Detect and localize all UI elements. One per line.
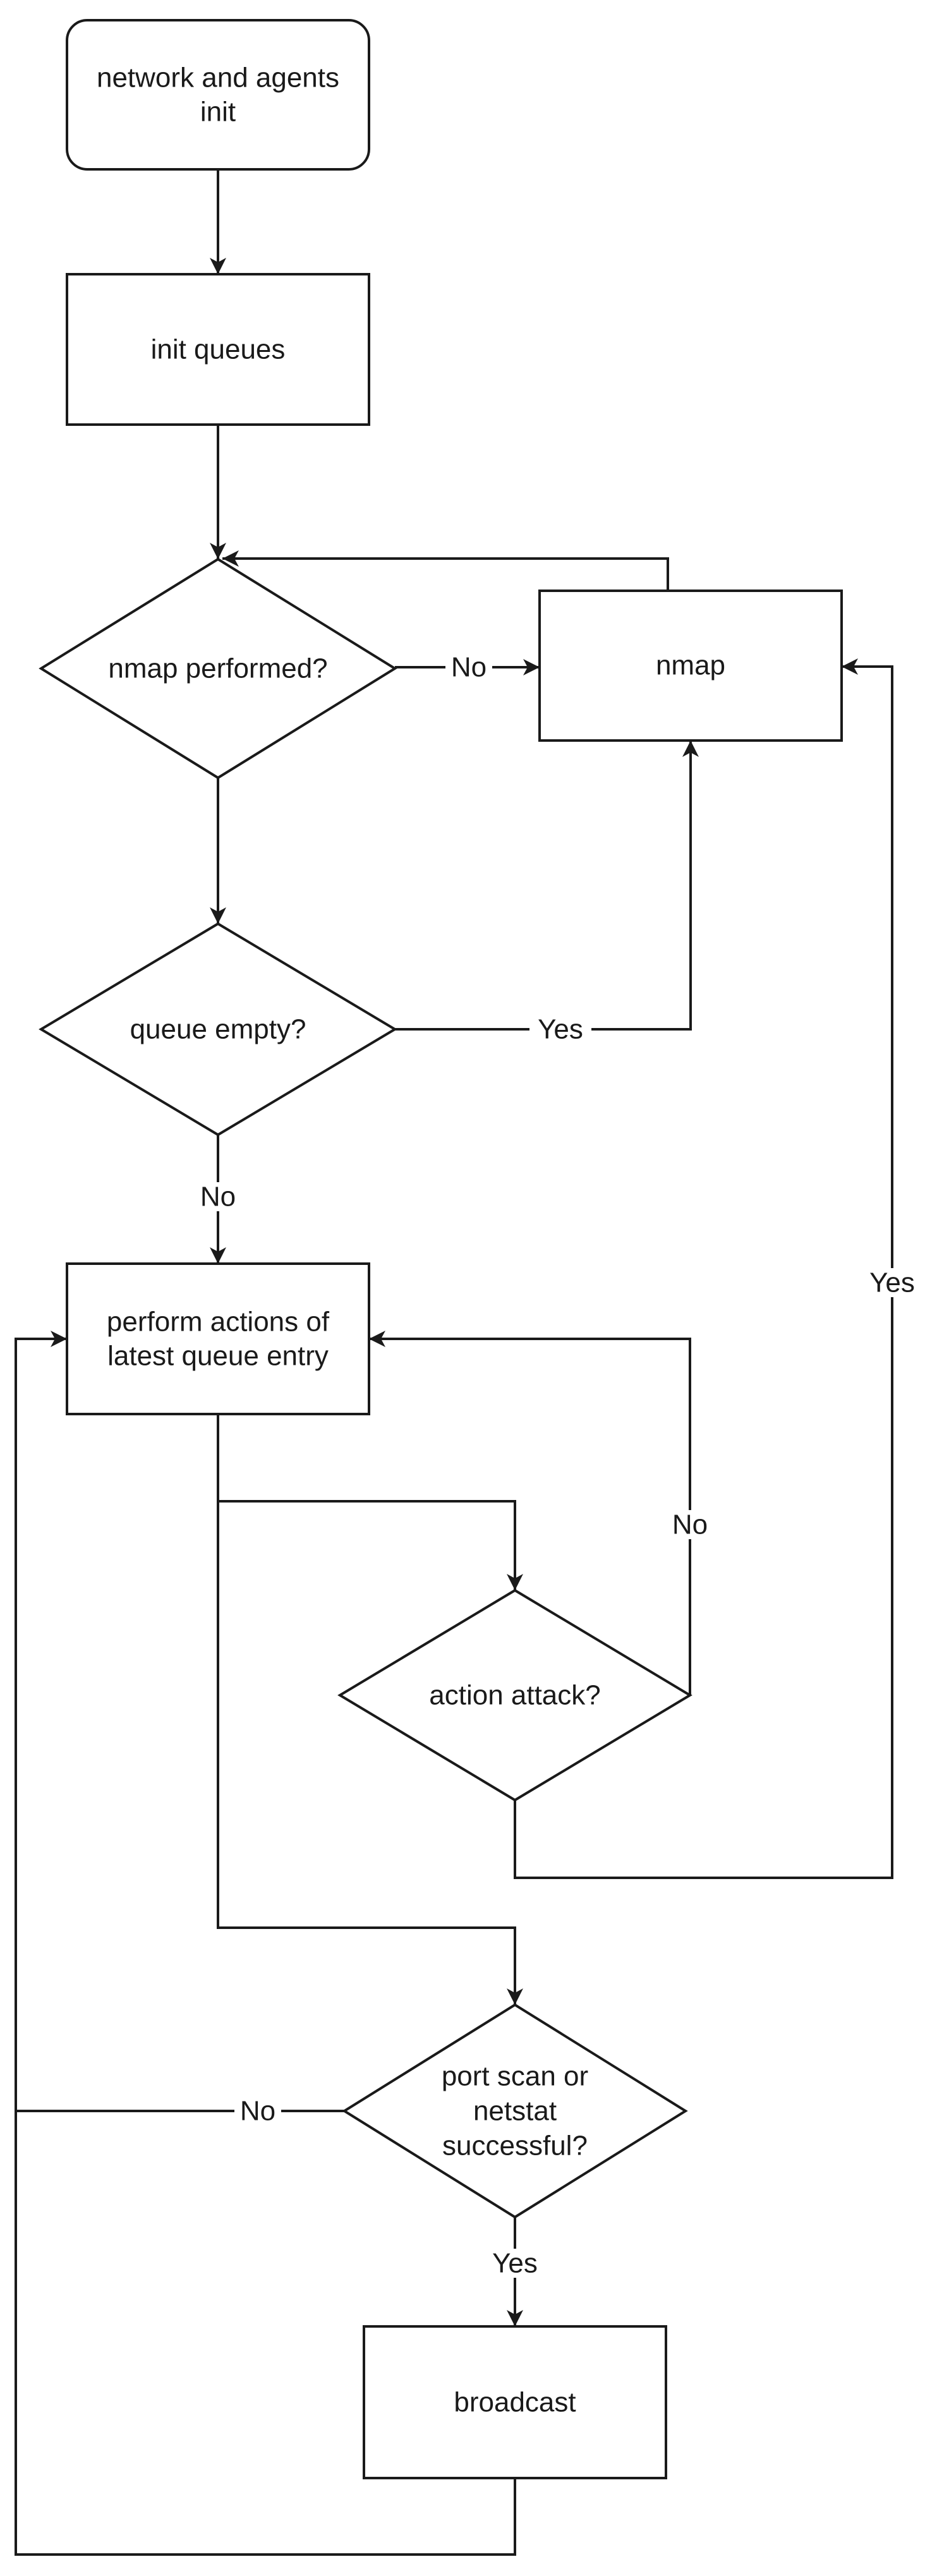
node-perform-actions: perform actions of latest queue entry [66,1262,370,1415]
node-port-scan-label-line3: successful? [442,2131,588,2162]
edge-label-port-scan-no: No [234,2096,281,2127]
node-perform-actions-label-line1: perform actions of [107,1307,330,1338]
node-action-attack-label: action attack? [429,1680,601,1711]
node-nmap-performed-label: nmap performed? [108,653,327,684]
edge-label-port-scan-no-text: No [240,2096,275,2127]
node-start-label-line1: network and agents [97,63,339,94]
edge-label-action-attack-no-text: No [672,1509,708,1540]
node-port-scan-shape [342,2003,688,2219]
edge-queue-empty-yes-to-nmap [395,741,699,1031]
node-broadcast-label: broadcast [454,2387,576,2418]
node-init-queues: init queues [66,273,370,426]
edge-label-port-scan-yes: Yes [484,2248,546,2279]
edge-label-queue-empty-no-text: No [200,1182,236,1212]
node-nmap-performed-shape [39,557,397,780]
node-perform-actions-shape [66,1262,370,1415]
edge-label-action-attack-yes-bg [861,1268,923,1297]
node-broadcast-shape [363,2325,667,2479]
node-start: network and agents init [66,19,370,171]
edge-label-queue-empty-yes-bg [529,1015,591,1044]
edge-label-queue-empty-no: No [195,1182,241,1212]
node-start-shape [66,19,370,171]
node-init-queues-shape [66,273,370,426]
edge-action-attack-no-to-perform-actions [369,1331,691,1695]
edge-label-action-attack-yes: Yes [861,1267,923,1298]
edge-perform-actions-to-action-attack [218,1500,523,1590]
node-port-scan-label-line2: netstat [473,2096,557,2127]
edge-label-queue-empty-yes: Yes [529,1014,591,1045]
node-init-queues-label: init queues [151,334,286,365]
edge-label-port-scan-yes-bg [484,2249,546,2278]
node-perform-actions-label-line2: latest queue entry [107,1341,329,1372]
edge-label-action-attack-no: No [667,1509,713,1540]
edge-nmap-to-nmap-performed [222,550,669,591]
edge-label-queue-empty-yes-text: Yes [538,1014,583,1045]
edge-action-attack-yes-to-nmap [514,658,893,1879]
edge-label-queue-empty-no-bg [195,1182,241,1211]
edge-label-nmap-performed-no: No [445,652,492,683]
node-queue-empty-label: queue empty? [130,1014,306,1045]
node-broadcast: broadcast [363,2325,667,2479]
node-port-scan-label-line1: port scan or [442,2061,588,2092]
node-queue-empty-shape [39,922,397,1137]
edge-broadcast-to-perform-actions [15,2111,516,2556]
node-queue-empty: queue empty? [39,922,397,1137]
node-nmap-shape [538,590,843,742]
node-nmap: nmap [538,590,843,742]
edge-label-action-attack-yes-text: Yes [869,1267,915,1298]
edge-perform-actions-to-port-scan [217,1414,523,2005]
edge-label-action-attack-no-bg [667,1510,713,1539]
edge-port-scan-no-to-perform-actions [15,1331,344,2112]
node-action-attack: action attack? [337,1588,692,1802]
edge-label-nmap-performed-no-bg [445,653,492,682]
node-port-scan: port scan or netstat successful? [342,2003,688,2219]
edge-label-port-scan-yes-text: Yes [492,2248,538,2279]
node-action-attack-shape [337,1588,692,1802]
node-nmap-performed: nmap performed? [39,557,397,780]
edge-label-port-scan-no-bg [234,2096,281,2126]
node-nmap-label: nmap [656,650,725,681]
edge-label-nmap-performed-no-text: No [451,652,487,683]
node-start-label-line2: init [200,97,236,128]
